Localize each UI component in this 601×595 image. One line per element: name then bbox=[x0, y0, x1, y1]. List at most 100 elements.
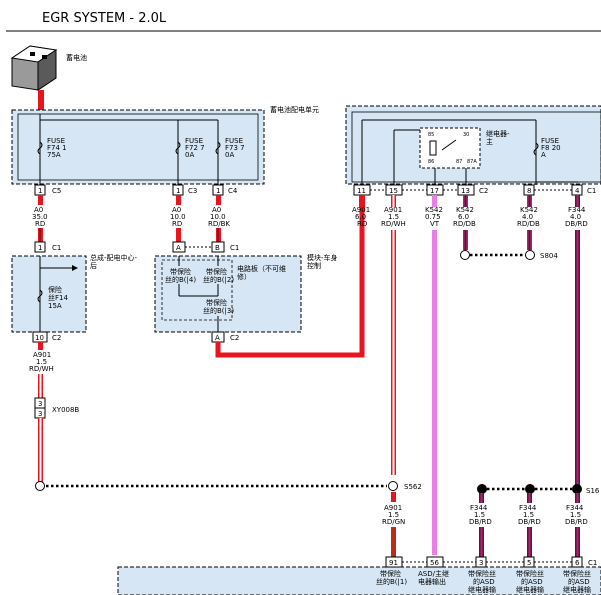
svg-text:RD/BK: RD/BK bbox=[208, 220, 230, 228]
svg-text:主: 主 bbox=[486, 137, 493, 146]
fuse-f14-l1: 保险 bbox=[48, 285, 62, 294]
svg-text:86: 86 bbox=[428, 159, 434, 165]
svg-text:带保险丝: 带保险丝 bbox=[563, 569, 591, 578]
splice-s16-label: S16 bbox=[586, 487, 600, 495]
fuse-center-label: 总成-配电中心- bbox=[90, 253, 138, 262]
pin-c5-name: C5 bbox=[52, 187, 61, 195]
svg-text:C1: C1 bbox=[230, 244, 239, 252]
battery-wire bbox=[38, 90, 44, 110]
svg-text:的ASD: 的ASD bbox=[473, 577, 495, 586]
relay-switch-icon bbox=[441, 139, 457, 151]
svg-text:RD/DB: RD/DB bbox=[517, 220, 540, 228]
svg-text:丝的B(|2): 丝的B(|2) bbox=[203, 275, 234, 284]
bpdc-inner bbox=[17, 113, 259, 181]
svg-text:K542: K542 bbox=[520, 206, 538, 214]
wire1-l1: A0 bbox=[34, 206, 43, 214]
svg-text:1.5: 1.5 bbox=[523, 511, 534, 519]
svg-text:C1: C1 bbox=[587, 187, 596, 195]
circuit-board-box bbox=[161, 259, 233, 321]
svg-text:DB/RD: DB/RD bbox=[565, 518, 588, 526]
svg-text:1.5: 1.5 bbox=[474, 511, 485, 519]
svg-text:继电器输: 继电器输 bbox=[563, 585, 591, 594]
bottom-module bbox=[117, 566, 601, 595]
svg-text:A0: A0 bbox=[172, 206, 181, 214]
svg-text:DB/RD: DB/RD bbox=[565, 220, 588, 228]
svg-text:6.0: 6.0 bbox=[355, 213, 366, 221]
svg-text:的ASD: 的ASD bbox=[568, 577, 590, 586]
svg-text:后: 后 bbox=[90, 261, 97, 270]
svg-text:DB/RD: DB/RD bbox=[469, 518, 492, 526]
svg-text:91: 91 bbox=[389, 559, 398, 567]
svg-text:87: 87 bbox=[456, 159, 462, 165]
svg-text:C2: C2 bbox=[52, 334, 61, 342]
svg-text:继电器输: 继电器输 bbox=[468, 585, 496, 594]
svg-text:10.0: 10.0 bbox=[210, 213, 226, 221]
fuse-symbol-icon bbox=[175, 141, 181, 155]
pin-c3-name: C3 bbox=[188, 187, 197, 195]
splice-dot-1 bbox=[477, 484, 487, 494]
fuse-symbol-icon bbox=[37, 289, 43, 303]
fuse-f74-l3: 75A bbox=[47, 151, 61, 159]
battery-label: 蓄电池 bbox=[66, 53, 87, 62]
pin-c1a bbox=[34, 241, 46, 253]
svg-text:0.75: 0.75 bbox=[425, 213, 441, 221]
fuse-f8-l1: FUSE bbox=[541, 137, 559, 145]
svg-text:RD: RD bbox=[172, 220, 182, 228]
fuse-f73-l2: F73 7 bbox=[225, 144, 245, 152]
svg-text:17: 17 bbox=[430, 187, 439, 195]
svg-text:A: A bbox=[215, 334, 220, 342]
fuse-f8-l3: A bbox=[541, 151, 546, 159]
svg-text:K542: K542 bbox=[425, 206, 443, 214]
svg-text:RD/DB: RD/DB bbox=[453, 220, 476, 228]
svg-text:RD/WH: RD/WH bbox=[29, 365, 54, 373]
svg-text:4: 4 bbox=[575, 187, 580, 195]
splice-s562 bbox=[388, 481, 398, 491]
svg-text:的ASD: 的ASD bbox=[521, 577, 543, 586]
svg-text:3: 3 bbox=[479, 559, 483, 567]
svg-text:F344: F344 bbox=[568, 206, 586, 214]
wire4-l1: A901 bbox=[33, 351, 51, 359]
svg-text:1: 1 bbox=[38, 244, 42, 252]
svg-text:电器输出: 电器输出 bbox=[418, 577, 446, 586]
svg-text:带保险: 带保险 bbox=[170, 267, 191, 276]
svg-text:B: B bbox=[215, 244, 220, 252]
splice-s562-label: S562 bbox=[404, 483, 422, 491]
svg-text:13: 13 bbox=[461, 187, 470, 195]
wire-k542-vt bbox=[432, 230, 437, 555]
battery-icon bbox=[10, 45, 58, 91]
svg-text:1.5: 1.5 bbox=[36, 358, 47, 366]
fuse-f14-l2: 丝F14 bbox=[48, 293, 68, 302]
svg-text:K542: K542 bbox=[456, 206, 474, 214]
svg-text:1.5: 1.5 bbox=[388, 213, 399, 221]
svg-text:F344: F344 bbox=[519, 504, 537, 512]
svg-text:控制: 控制 bbox=[307, 261, 321, 270]
bpdc-module bbox=[11, 109, 265, 185]
fuse-f8-l2: F8 20 bbox=[541, 144, 561, 152]
svg-text:RD/WH: RD/WH bbox=[381, 220, 406, 228]
xy008b-label: XY008B bbox=[52, 406, 79, 414]
bpdc-label: 蓄电池配电单元 bbox=[270, 105, 319, 114]
svg-text:RD: RD bbox=[357, 220, 367, 228]
svg-text:3: 3 bbox=[38, 400, 42, 408]
svg-text:丝的B(|4): 丝的B(|4) bbox=[165, 275, 196, 284]
svg-text:F344: F344 bbox=[470, 504, 488, 512]
svg-text:带保险: 带保险 bbox=[206, 298, 227, 307]
fuse-symbol-icon bbox=[37, 141, 43, 155]
fuse-symbol-icon bbox=[533, 142, 539, 156]
svg-text:A901: A901 bbox=[384, 206, 402, 214]
fuse-f74-l1: FUSE bbox=[47, 137, 65, 145]
svg-text:C1: C1 bbox=[52, 244, 61, 252]
svg-text:修）: 修） bbox=[237, 272, 251, 281]
svg-text:丝的B(|1): 丝的B(|1) bbox=[376, 577, 407, 586]
svg-text:56: 56 bbox=[430, 559, 439, 567]
svg-text:6.0: 6.0 bbox=[458, 213, 469, 221]
fuse-f14-l3: 15A bbox=[48, 302, 62, 310]
svg-text:4.0: 4.0 bbox=[522, 213, 533, 221]
svg-text:1.5: 1.5 bbox=[388, 511, 399, 519]
page-title: EGR SYSTEM - 2.0L bbox=[42, 11, 167, 26]
svg-text:1: 1 bbox=[176, 187, 180, 195]
svg-text:4.0: 4.0 bbox=[570, 213, 581, 221]
splice-dot-2 bbox=[525, 484, 535, 494]
svg-text:F344: F344 bbox=[566, 504, 584, 512]
